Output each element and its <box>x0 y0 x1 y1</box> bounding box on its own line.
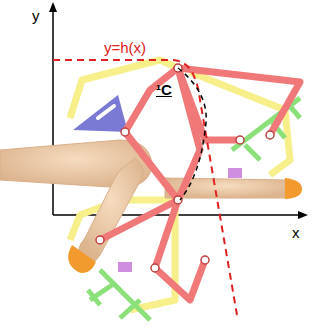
curve-label: y=h(x) <box>104 40 146 55</box>
curve-label: ¹C <box>156 82 172 97</box>
axis-label: x <box>292 225 300 240</box>
axis-label: y <box>32 8 40 23</box>
